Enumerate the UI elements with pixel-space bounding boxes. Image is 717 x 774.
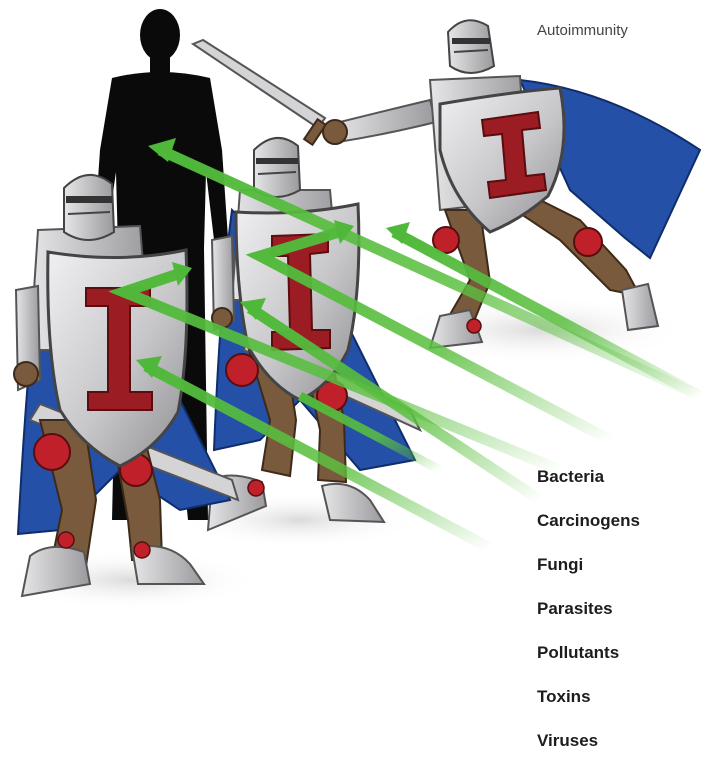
threat-item-fungi: Fungi [537,554,640,598]
threat-item-pollutants: Pollutants [537,642,640,686]
knight-helmet [64,175,114,240]
autoimmunity-label: Autoimmunity [537,22,628,39]
threat-list: Bacteria Carcinogens Fungi Parasites Pol… [537,466,640,774]
threat-item-viruses: Viruses [537,730,640,774]
threat-item-toxins: Toxins [537,686,640,730]
knight-helmet [448,20,494,73]
threat-item-parasites: Parasites [537,598,640,642]
threat-item-carcinogens: Carcinogens [537,510,640,554]
threat-item-bacteria: Bacteria [537,466,640,510]
knight-helmet [254,138,300,197]
